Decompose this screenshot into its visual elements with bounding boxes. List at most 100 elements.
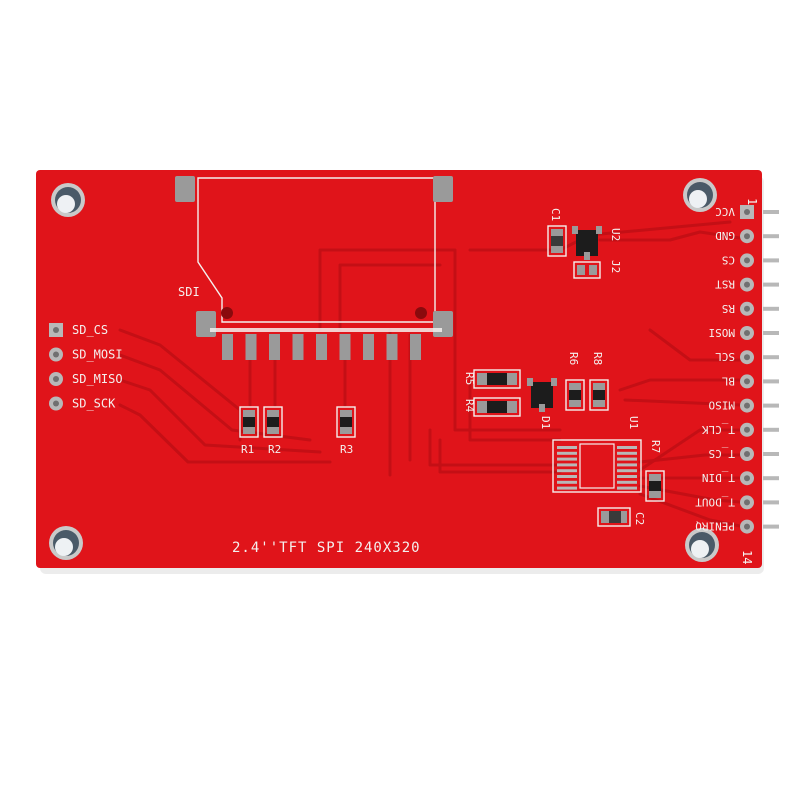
mounting-hole-top-left [51, 183, 85, 217]
header-pin-label: RS [722, 302, 735, 315]
sd-header-pin: SD_SCK [49, 396, 116, 411]
transistor-d1 [527, 378, 557, 412]
u1-pin [557, 486, 577, 490]
r5-label: R5 [463, 372, 476, 385]
mounting-hole-bottom-right [685, 528, 719, 562]
header-pin-label: VCC [715, 205, 735, 218]
header-pin: T_CS [709, 447, 779, 461]
u1-pin [557, 451, 577, 455]
d1-label: D1 [539, 416, 552, 429]
r8-label: R8 [591, 352, 604, 365]
u1-pin [557, 457, 577, 461]
sd-slot-pin [339, 334, 351, 360]
r7-label: R7 [649, 440, 662, 453]
header-pin-label: RST [715, 278, 735, 291]
sd-card-slot [175, 176, 453, 360]
board-title: 2.4''TFT SPI 240X320 [232, 540, 421, 556]
pin-end-label: 14 [740, 550, 754, 564]
header-pin: MISO [709, 398, 779, 413]
c2-label: C2 [633, 512, 646, 525]
sd-slot-pin [363, 334, 374, 360]
header-pin: PENIRQ [695, 519, 779, 534]
header-pin-label: T_DOUT [695, 495, 735, 508]
header-pin: RS [722, 301, 779, 316]
sd-header-pin: SD_CS [49, 323, 108, 337]
sd-slot-pin [269, 334, 280, 360]
resistor-r6 [565, 379, 585, 411]
header-pin-label: T_CS [709, 447, 736, 460]
sd-slot-pins [210, 328, 442, 360]
u2-label: U2 [609, 228, 622, 241]
capacitor-c1 [547, 225, 567, 257]
sd-header-label: SD_SCK [72, 397, 116, 411]
sd-slot-pin [410, 334, 421, 360]
header-pin: CS [722, 253, 779, 268]
regulator-u2 [572, 226, 602, 260]
mounting-hole-top-right [683, 178, 717, 212]
jumper-j2 [573, 261, 601, 279]
header-pin-label: CS [722, 253, 735, 266]
header-pin: SCL [715, 350, 779, 365]
main-pin-header: VCC GND CS RST RS MOSI SCL BL MISO T_CLK T_CS T_DIN… [695, 205, 779, 534]
mounting-hole-bottom-left [49, 526, 83, 560]
sd-slot-pin [316, 334, 327, 360]
header-pin-label: BL [721, 374, 735, 387]
pin-start-label: 1 [745, 198, 759, 205]
r1-label: R1 [241, 443, 254, 456]
sd-header-label: SD_MOSI [72, 348, 123, 362]
copper-traces [118, 220, 742, 528]
u1-pin [617, 457, 637, 461]
sd-slot-pin [245, 334, 257, 360]
header-pin: BL [721, 374, 779, 389]
u1-pin [617, 463, 637, 467]
header-pin-label: GND [715, 229, 735, 242]
resistor-r2 [263, 406, 283, 438]
u1-pin [617, 475, 637, 478]
r2-label: R2 [268, 443, 281, 456]
u1-pin [557, 469, 577, 473]
header-pin: T_CLK [702, 422, 779, 437]
u1-pin [617, 446, 637, 449]
u1-pin [617, 469, 637, 473]
resistor-r8 [589, 379, 609, 411]
resistor-r4 [473, 397, 521, 417]
header-pin-label: SCL [715, 350, 735, 363]
r4-label: R4 [463, 399, 476, 413]
resistor-r3 [336, 406, 356, 438]
header-pin-label: T_CLK [702, 423, 735, 436]
touch-controller-u1 [552, 439, 642, 493]
u1-pin [557, 475, 577, 478]
sd-header-pin: SD_MOSI [49, 347, 123, 362]
sd-slot-pin [386, 334, 398, 360]
header-pin: RST [715, 277, 779, 292]
u1-pin [617, 451, 637, 455]
header-pin: T_DIN [702, 471, 779, 486]
header-pin: MOSI [709, 326, 779, 340]
sd-header-pin: SD_MISO [49, 372, 123, 386]
header-pin-label: MOSI [709, 326, 736, 339]
u1-pin [557, 463, 577, 467]
r6-label: R6 [567, 352, 580, 365]
j2-label: J2 [609, 260, 622, 273]
r3-label: R3 [340, 443, 353, 456]
mounting-holes [49, 178, 719, 562]
sd-header-label: SD_MISO [72, 372, 123, 386]
resistor-r1 [239, 406, 259, 438]
header-pin: GND [715, 229, 779, 244]
u1-pin [617, 480, 637, 484]
header-pin: T_DOUT [695, 495, 779, 510]
c1-label: C1 [549, 208, 562, 221]
header-pin: VCC [715, 205, 779, 219]
u1-label: U1 [627, 416, 640, 429]
u1-pin [557, 446, 577, 449]
header-pin-label: MISO [709, 399, 736, 412]
sd-slot-edge [210, 328, 442, 332]
header-pin-label: T_DIN [702, 471, 735, 484]
u1-pin [557, 480, 577, 484]
u1-pin [617, 486, 637, 490]
sd-slot-pin [292, 334, 304, 360]
header-pin-label: PENIRQ [695, 520, 735, 533]
sd-header-label: SD_CS [72, 323, 108, 337]
resistor-r7 [645, 470, 665, 502]
